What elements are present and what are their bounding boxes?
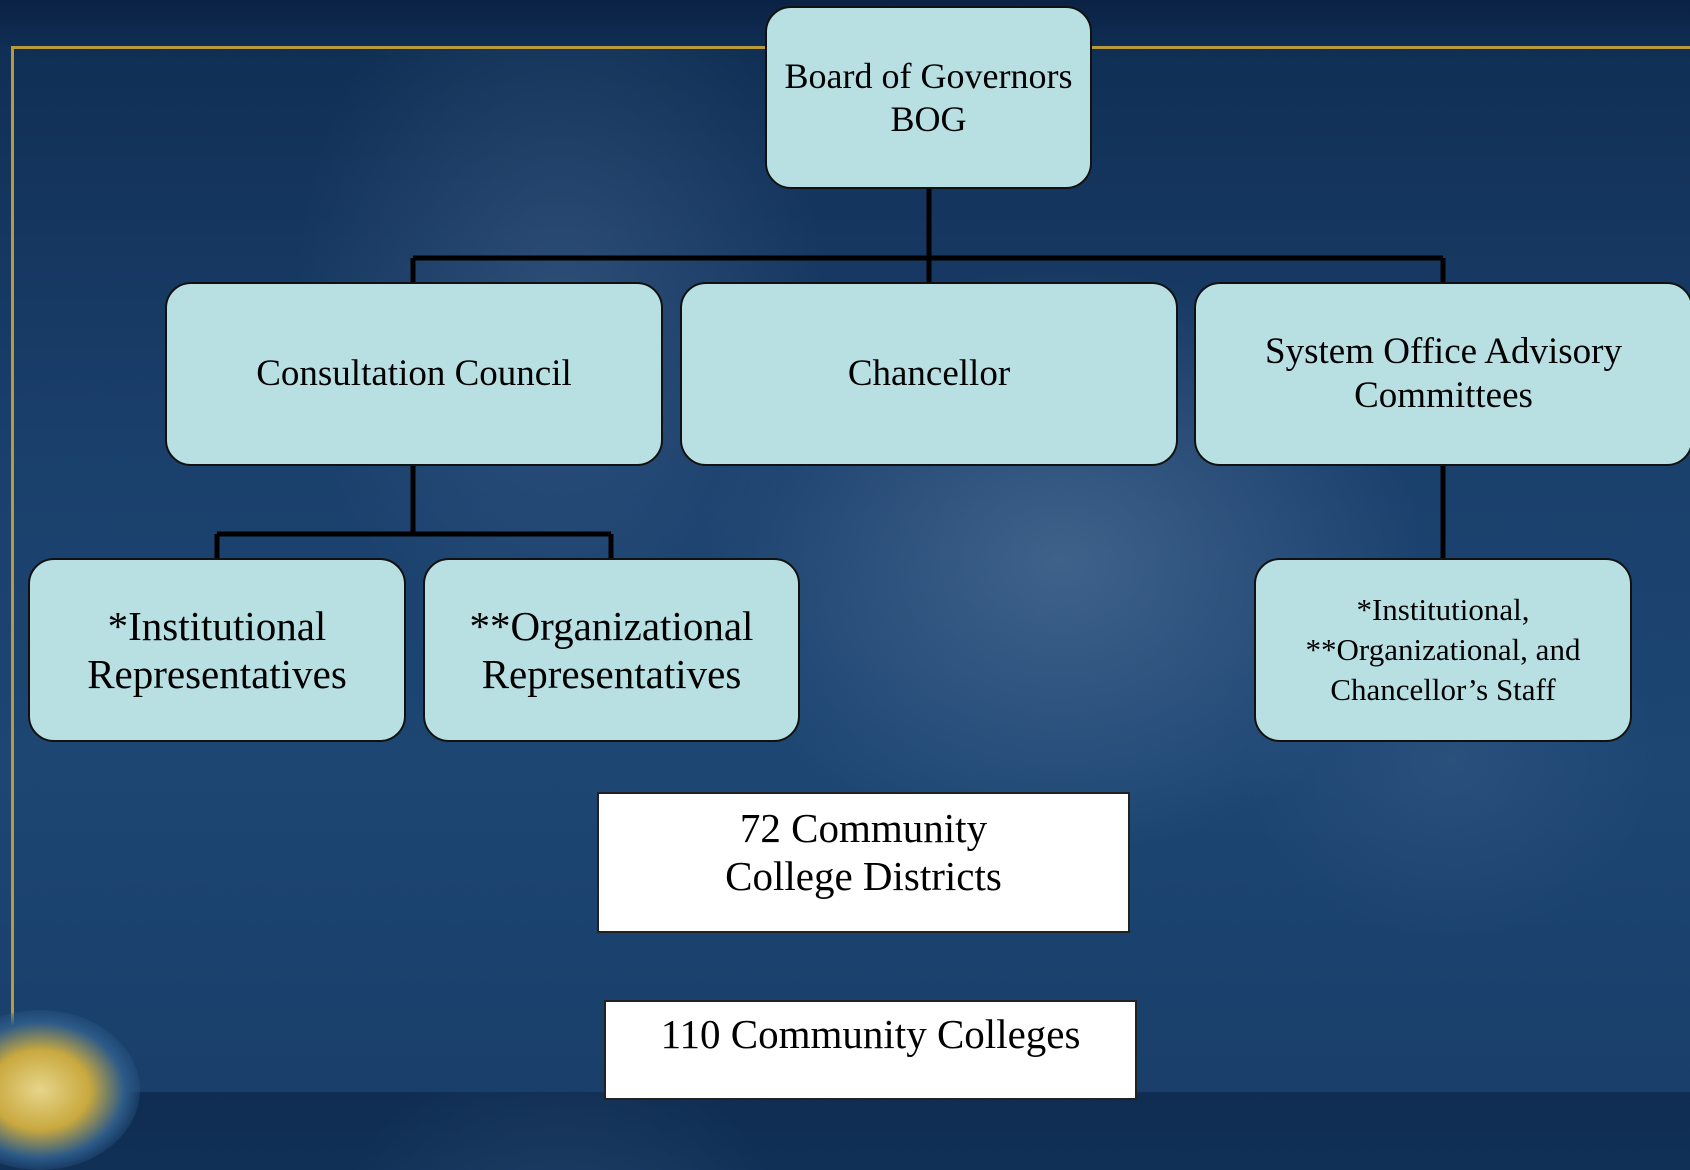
node-board-of-governors: Board of Governors BOG <box>765 6 1092 189</box>
frame-left-rule <box>11 46 14 1092</box>
box-community-colleges: 110 Community Colleges <box>604 1000 1137 1100</box>
org-chart-connectors <box>214 188 1446 559</box>
node-institutional-representatives: *Institutional Representatives <box>28 558 406 742</box>
node-system-office-advisory-committees: System Office Advisory Committees <box>1194 282 1690 466</box>
box-community-college-districts: 72 Community College Districts <box>597 792 1130 933</box>
node-organizational-representatives: **Organizational Representatives <box>423 558 800 742</box>
node-consultation-council: Consultation Council <box>165 282 663 466</box>
node-staff: *Institutional, **Organizational, and Ch… <box>1254 558 1632 742</box>
node-chancellor: Chancellor <box>680 282 1178 466</box>
